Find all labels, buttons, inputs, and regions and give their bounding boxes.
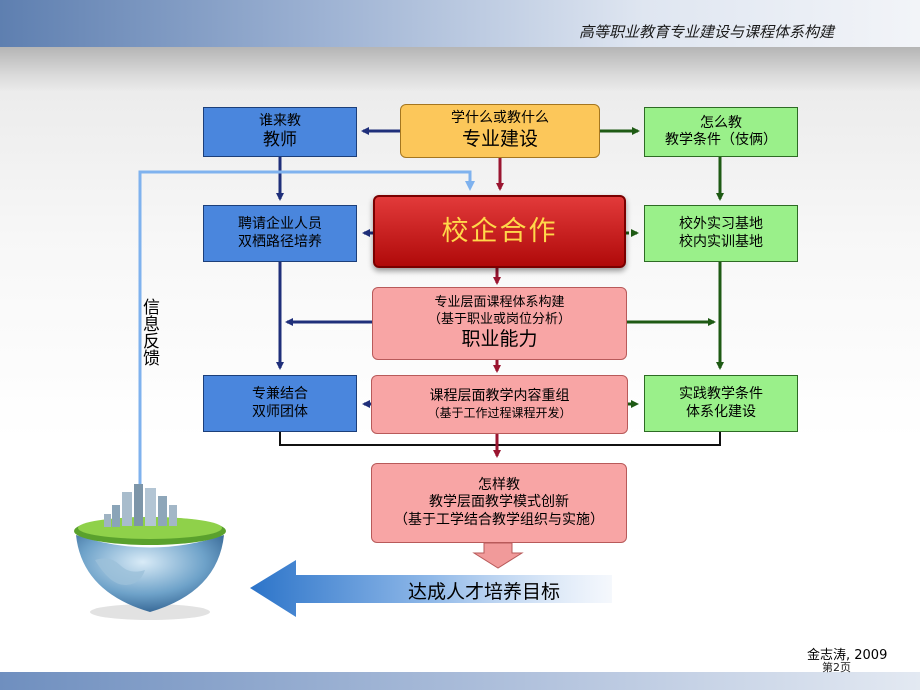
box-teaching-mode: 怎样教 教学层面教学模式创新 （基于工学结合教学组织与实施） bbox=[371, 463, 627, 543]
box-team-line1: 专兼结合 bbox=[252, 386, 308, 402]
box-how-to-teach-line2: 教学条件（伎俩） bbox=[665, 132, 777, 148]
box-practice-line2: 体系化建设 bbox=[686, 403, 756, 420]
header-bar: 高等职业教育专业建设与课程体系构建 bbox=[0, 0, 920, 47]
goal-arrow bbox=[250, 560, 612, 617]
box-mode-line1: 怎样教 bbox=[478, 476, 520, 493]
box-curriculum-line3: 职业能力 bbox=[461, 327, 538, 350]
feedback-label: 信息反馈 bbox=[139, 298, 159, 366]
box-what-to-learn-line1: 学什么或教什么 bbox=[451, 110, 549, 127]
bottom-bracket bbox=[279, 432, 721, 446]
box-curriculum-line1: 专业层面课程体系构建 bbox=[434, 295, 565, 311]
down-block-arrow bbox=[472, 542, 524, 569]
box-mode-line2: 教学层面教学模式创新 bbox=[429, 494, 569, 511]
box-training-bases-line2: 校内实训基地 bbox=[679, 233, 763, 250]
box-practice-conditions: 实践教学条件 体系化建设 bbox=[644, 375, 798, 432]
box-who-teaches-line2: 教师 bbox=[263, 130, 297, 151]
box-what-to-learn: 学什么或教什么 专业建设 bbox=[400, 104, 600, 158]
header-shadow-band bbox=[0, 47, 920, 92]
box-team-line2: 双师团体 bbox=[252, 403, 308, 420]
author-credit: 金志涛, 2009 bbox=[807, 648, 888, 663]
box-practice-line1: 实践教学条件 bbox=[679, 386, 763, 402]
box-content-line1: 课程层面教学内容重组 bbox=[429, 388, 570, 405]
footer-bar bbox=[0, 672, 920, 690]
goal-label: 达成人才培养目标 bbox=[408, 581, 561, 603]
box-course-content: 课程层面教学内容重组 （基于工作过程课程开发） bbox=[371, 375, 628, 434]
box-training-bases: 校外实习基地 校内实训基地 bbox=[644, 205, 798, 262]
box-curriculum-system: 专业层面课程体系构建 （基于职业或岗位分析） 职业能力 bbox=[372, 287, 627, 360]
box-how-to-teach: 怎么教 教学条件（伎俩） bbox=[644, 107, 798, 157]
box-how-to-teach-line1: 怎么教 bbox=[700, 114, 742, 131]
box-curriculum-line2: （基于职业或岗位分析） bbox=[427, 311, 571, 327]
box-school-enterprise-cooperation: 校企合作 bbox=[373, 195, 626, 268]
box-who-teaches-line1: 谁来教 bbox=[259, 112, 301, 129]
box-mode-line3: （基于工学结合教学组织与实施） bbox=[394, 511, 604, 528]
header-title: 高等职业教育专业建设与课程体系构建 bbox=[578, 23, 834, 41]
feedback-loop-line bbox=[138, 170, 475, 485]
box-who-teaches: 谁来教 教师 bbox=[203, 107, 357, 157]
box-cooperation-label: 校企合作 bbox=[441, 215, 558, 247]
box-content-line2: （基于工作过程课程开发） bbox=[427, 405, 572, 420]
page-number: 第2页 bbox=[822, 661, 851, 674]
box-training-bases-line1: 校外实习基地 bbox=[679, 216, 763, 232]
box-hire-staff-line1: 聘请企业人员 bbox=[238, 216, 322, 232]
box-dual-teacher-team: 专兼结合 双师团体 bbox=[203, 375, 357, 432]
box-hire-staff: 聘请企业人员 双栖路径培养 bbox=[203, 205, 357, 262]
box-hire-staff-line2: 双栖路径培养 bbox=[238, 233, 322, 250]
box-what-to-learn-line2: 专业建设 bbox=[461, 127, 538, 150]
